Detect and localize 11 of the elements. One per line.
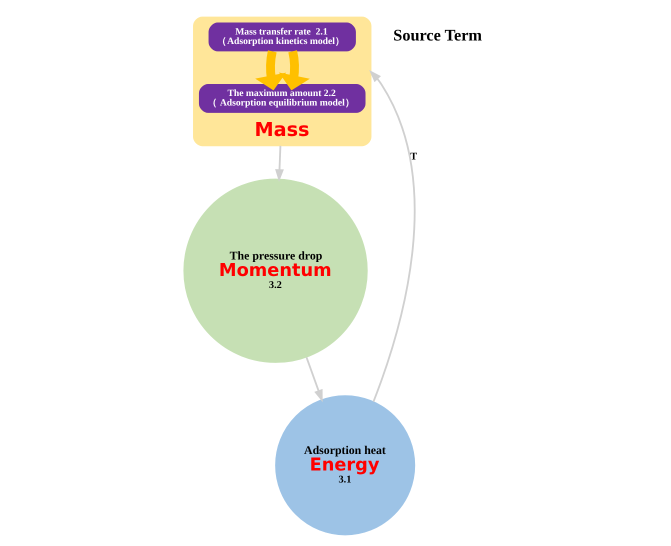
arrow [278,50,310,90]
arrow [254,50,286,90]
arrow [274,146,284,182]
node-box: Mass transfer rate 2.1 （Adsorption kinetics model） [208,22,356,52]
arrow [305,356,322,402]
arrow [368,70,415,402]
label: Source Term [392,25,482,44]
edge-label: T [410,151,417,162]
node-box: The maximum amount 2.2 （ Adsorption equilibrium model） [198,84,366,113]
node-circle: The pressure drop Momentum 3.2 [182,178,368,363]
node-circle: Adsorption heat Energy 3.1 [274,395,415,536]
